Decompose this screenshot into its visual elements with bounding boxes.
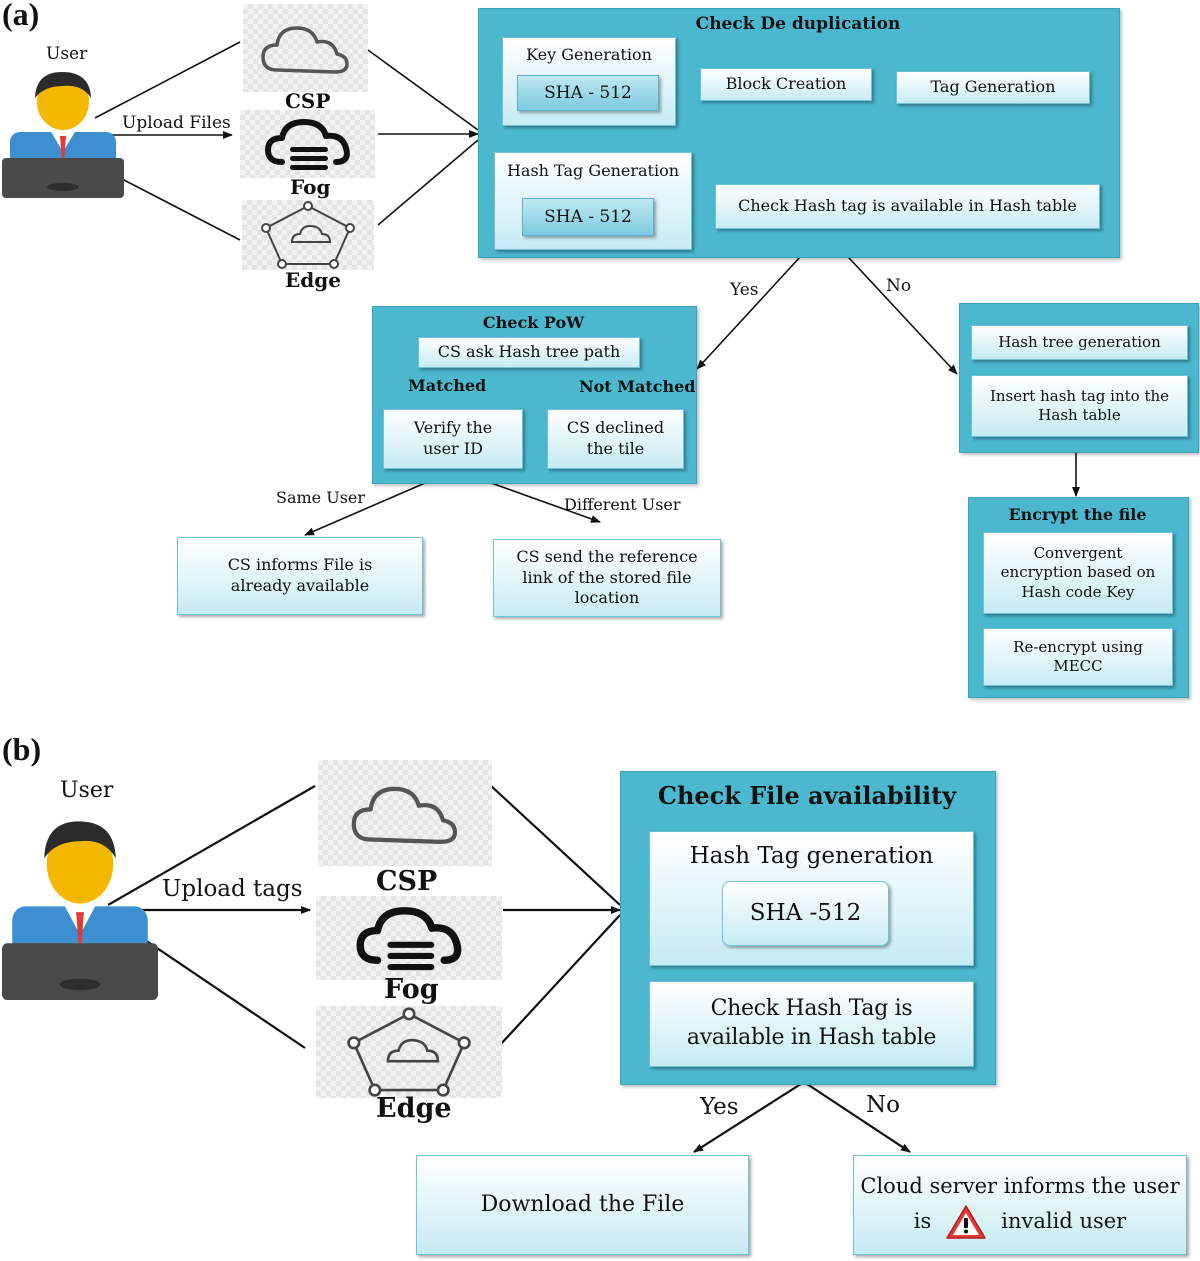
line-csp-check-b	[489, 784, 621, 906]
edge-icon-bg	[242, 200, 374, 270]
edge-icon-bg-b	[316, 1006, 502, 1098]
same-user-label: Same User	[276, 488, 366, 507]
invalid-user-line-2: is invalid user	[914, 1204, 1126, 1240]
invalid-user-line-1: Cloud server informs the user	[860, 1174, 1180, 1199]
warning-icon	[946, 1205, 987, 1239]
key-generation-label: Key Generation	[526, 45, 652, 64]
sha-512-box-1: SHA - 512	[517, 75, 659, 111]
encrypt-title: Encrypt the file	[1008, 505, 1147, 524]
convergent-encryption-box: Convergent encryption based on Hash code…	[983, 532, 1173, 614]
not-matched-label: Not Matched	[579, 377, 696, 396]
sha-512-box-2: SHA - 512	[522, 198, 654, 236]
arrow-yes-download	[693, 1081, 805, 1153]
re-encrypt-box: Re-encrypt using MECC	[983, 628, 1173, 686]
hash-tag-generation-label: Hash Tag Generation	[506, 161, 680, 180]
fog-label-b: Fog	[384, 974, 439, 1005]
csp-icon-bg	[243, 4, 368, 92]
upload-tags-label: Upload tags	[162, 876, 303, 902]
csp-icon-bg-b	[318, 760, 492, 866]
pow-title: Check PoW	[482, 313, 585, 332]
line-user-csp-b	[107, 785, 316, 906]
reference-link-box: CS send the reference link of the stored…	[493, 539, 721, 617]
cs-declined-box: CS declined the tile	[547, 409, 684, 469]
no-label-a: No	[886, 276, 912, 296]
user-icon	[2, 72, 124, 198]
check-hash-tag-box-b: Check Hash Tag is available in Hash tabl…	[649, 981, 974, 1067]
insert-hash-tag-box: Insert hash tag into the Hash table	[971, 375, 1188, 437]
file-available-box: CS informs File is already available	[177, 537, 423, 615]
cloud-icon	[351, 786, 458, 845]
tag-generation-box: Tag Generation	[896, 71, 1090, 104]
line-edge-check-b	[499, 914, 621, 1046]
user-icon	[2, 821, 158, 1000]
fog-icon	[265, 119, 350, 170]
user-label-a: User	[46, 44, 88, 64]
upload-files-label: Upload Files	[122, 113, 231, 133]
check-hash-tag-box: Check Hash tag is available in Hash tabl…	[715, 184, 1100, 229]
hash-tag-generation-label-b: Hash Tag generation	[689, 843, 934, 869]
panel-a-label: (a)	[2, 0, 40, 32]
edge-network-icon	[261, 201, 355, 269]
csp-label-b: CSP	[376, 866, 438, 897]
invalid-is-text: is	[913, 1209, 932, 1233]
panel-b-label: (b)	[2, 731, 42, 767]
yes-label-a: Yes	[730, 280, 759, 300]
yes-label-b: Yes	[700, 1094, 739, 1120]
edge-label-b: Edge	[376, 1093, 452, 1124]
user-label-b: User	[60, 778, 114, 803]
fog-icon	[356, 907, 462, 971]
dedup-title: Check De duplication	[695, 14, 901, 34]
fog-icon-bg	[240, 110, 375, 178]
no-label-b: No	[866, 1092, 900, 1118]
verify-user-box: Verify the user ID	[383, 409, 523, 469]
hash-tree-generation-box: Hash tree generation	[971, 325, 1188, 360]
different-user-label: Different User	[564, 495, 681, 514]
sha-512-box-b: SHA -512	[722, 881, 889, 946]
matched-label: Matched	[408, 376, 487, 395]
invalid-user-text: invalid user	[1001, 1209, 1127, 1233]
fog-icon-bg-b	[316, 896, 502, 980]
csp-label-a: CSP	[285, 89, 331, 113]
invalid-user-box: Cloud server informs the user is invalid…	[853, 1155, 1187, 1255]
ask-hash-tree-box: CS ask Hash tree path	[418, 337, 640, 368]
line-csp-check-a	[367, 49, 479, 131]
cloud-icon	[261, 26, 349, 74]
line-edge-check-a	[377, 139, 479, 226]
file-availability-title: Check File availability	[657, 781, 957, 810]
edge-network-icon	[347, 1007, 471, 1097]
edge-label-a: Edge	[285, 268, 341, 292]
line-user-csp-a	[94, 41, 241, 119]
arrow-no-invalid	[803, 1081, 911, 1153]
fog-label-a: Fog	[290, 175, 331, 199]
block-creation-box: Block Creation	[700, 68, 872, 101]
download-file-box: Download the File	[416, 1155, 749, 1255]
